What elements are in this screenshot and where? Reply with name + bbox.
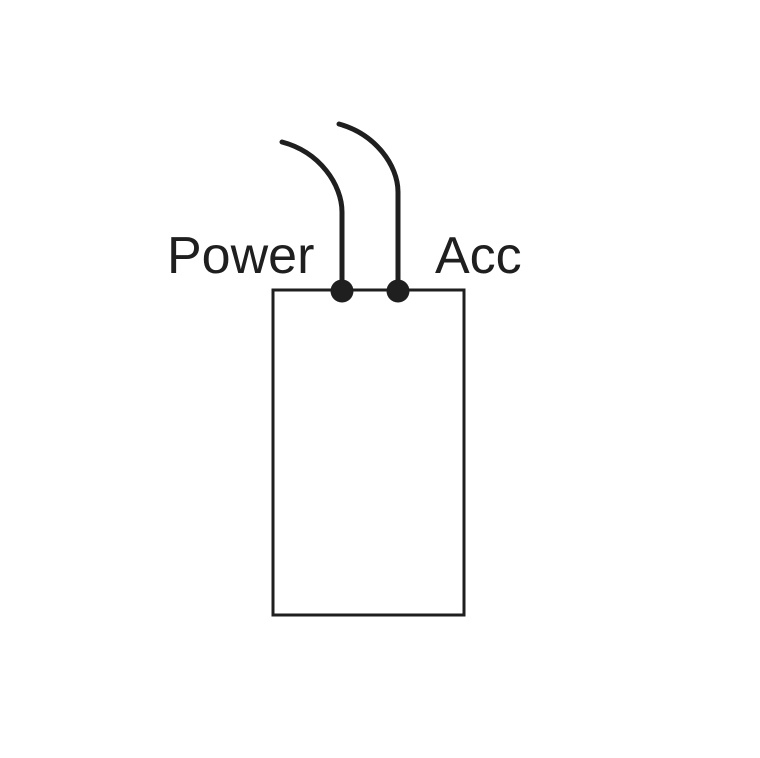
acc-terminal-dot — [386, 279, 410, 303]
power-terminal-dot — [330, 279, 354, 303]
acc-wire — [336, 121, 401, 294]
acc-label: Acc — [435, 227, 522, 285]
power-wire — [279, 139, 345, 294]
power-label: Power — [167, 227, 314, 285]
device-box — [271, 288, 466, 617]
